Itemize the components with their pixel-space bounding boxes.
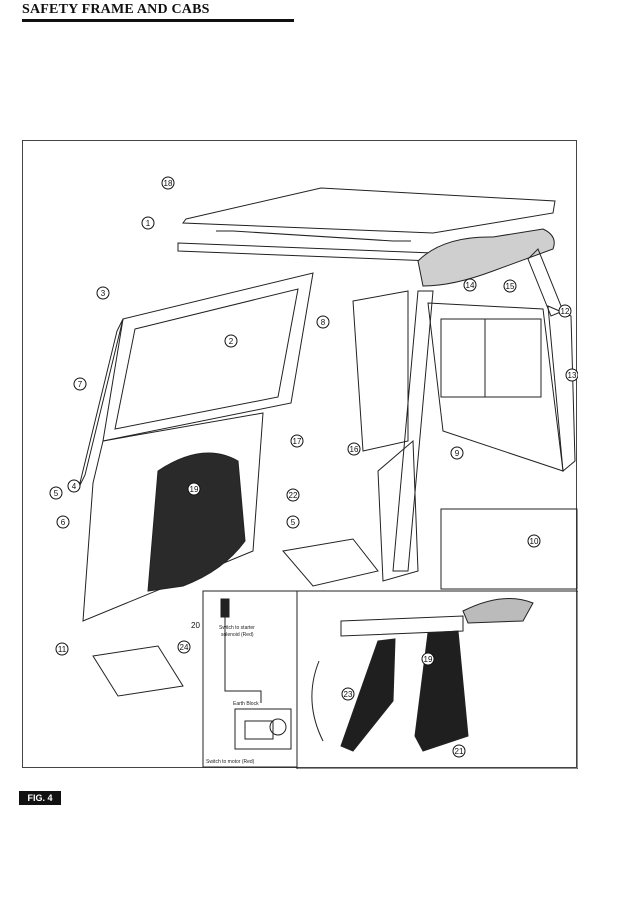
detail-cover-left — [340, 638, 396, 752]
callout-c24: 24 — [177, 640, 191, 654]
detail-cover-right — [414, 630, 469, 752]
callout-c8: 8 — [316, 315, 330, 329]
left-door-panel — [102, 272, 314, 442]
svg-text:9: 9 — [455, 449, 460, 458]
callout-c18: 18 — [161, 176, 175, 190]
callout-c15: 15 — [503, 279, 517, 293]
wiring-inset — [202, 590, 298, 768]
callout-c17: 17 — [290, 434, 304, 448]
svg-text:5: 5 — [54, 489, 59, 498]
callout-c21: 21 — [452, 744, 466, 758]
svg-text:17: 17 — [293, 437, 302, 446]
svg-text:3: 3 — [101, 289, 106, 298]
svg-text:20: 20 — [191, 621, 200, 630]
floor-panel — [92, 645, 184, 697]
callout-c19a: 19 — [187, 482, 201, 496]
wiring-starter-line2: solenoid (Red) — [221, 632, 254, 638]
left-lower-panel — [82, 412, 264, 622]
svg-text:16: 16 — [350, 445, 359, 454]
svg-text:18: 18 — [164, 179, 173, 188]
wiring-labels: Switch to starter solenoid (Red) Earth B… — [206, 625, 259, 765]
exploded-diagram-frame: 18 1 3 2 8 7 4 5 6 19 22 5 17 16 14 15 1… — [22, 140, 578, 769]
page-title: SAFETY FRAME AND CABS — [22, 2, 210, 17]
svg-text:24: 24 — [180, 643, 189, 652]
callout-c16: 16 — [347, 442, 361, 456]
callout-layer: 18 1 3 2 8 7 4 5 6 19 22 5 17 16 14 15 1… — [49, 176, 578, 758]
centre-door — [352, 290, 409, 452]
panel-10 — [440, 508, 578, 590]
roof-panel — [182, 187, 556, 234]
svg-text:22: 22 — [289, 491, 298, 500]
svg-text:8: 8 — [321, 318, 326, 327]
callout-c3: 3 — [96, 286, 110, 300]
callout-c4: 4 — [67, 479, 81, 493]
roof-roll — [417, 228, 555, 287]
exploded-diagram: 18 1 3 2 8 7 4 5 6 19 22 5 17 16 14 15 1… — [49, 176, 578, 769]
svg-text:19: 19 — [190, 485, 199, 494]
svg-text:7: 7 — [78, 380, 83, 389]
callout-c20: 20 — [191, 621, 200, 630]
detail-inset — [296, 590, 578, 769]
svg-text:15: 15 — [506, 282, 515, 291]
svg-text:23: 23 — [344, 690, 353, 699]
svg-text:19: 19 — [424, 655, 433, 664]
callout-c11: 11 — [55, 642, 69, 656]
wiring-motor-label: Switch to motor (Red) — [206, 759, 255, 765]
roof-frame — [177, 242, 434, 262]
callout-c19b: 19 — [421, 652, 435, 666]
callout-c14: 14 — [463, 278, 477, 292]
svg-text:1: 1 — [146, 219, 151, 228]
callout-c7: 7 — [73, 377, 87, 391]
svg-text:2: 2 — [229, 337, 234, 346]
svg-text:13: 13 — [568, 371, 577, 380]
svg-text:4: 4 — [72, 482, 77, 491]
left-cover — [147, 452, 246, 592]
header-rule — [22, 19, 294, 22]
callout-c5a: 5 — [49, 486, 63, 500]
callout-c5b: 5 — [286, 515, 300, 529]
svg-text:12: 12 — [561, 307, 570, 316]
callout-c9: 9 — [450, 446, 464, 460]
right-window — [440, 318, 542, 398]
callout-c22: 22 — [286, 488, 300, 502]
svg-text:10: 10 — [530, 537, 539, 546]
callout-c6: 6 — [56, 515, 70, 529]
callout-c1: 1 — [141, 216, 155, 230]
svg-text:11: 11 — [58, 645, 67, 654]
wiring-switch-block: Earth Block — [233, 701, 259, 707]
page-header: SAFETY FRAME AND CABS — [22, 2, 294, 22]
wiring-starter-line1: Switch to starter — [219, 625, 255, 631]
callout-c10: 10 — [527, 534, 541, 548]
svg-text:6: 6 — [61, 518, 66, 527]
right-window-frame — [427, 302, 564, 472]
svg-text:14: 14 — [466, 281, 475, 290]
svg-text:5: 5 — [291, 518, 296, 527]
svg-text:21: 21 — [455, 747, 464, 756]
callout-c23: 23 — [341, 687, 355, 701]
callout-c2: 2 — [224, 334, 238, 348]
figure-label: FIG. 4 — [19, 791, 61, 805]
callout-c13: 13 — [565, 368, 578, 382]
callout-c12: 12 — [558, 304, 572, 318]
